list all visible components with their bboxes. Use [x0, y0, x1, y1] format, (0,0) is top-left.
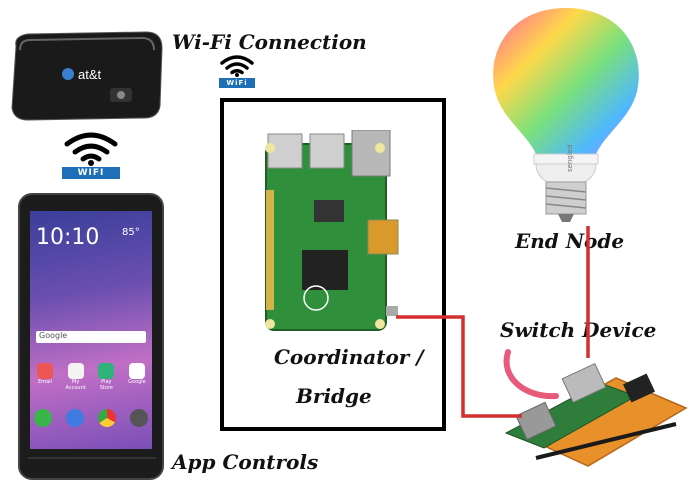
app-play-store[interactable]: Play Store — [95, 363, 117, 391]
end-node-label: End Node — [515, 229, 625, 253]
app-label: Play Store — [99, 379, 113, 391]
phone-search-bar[interactable]: Google — [36, 331, 146, 343]
chrome-app-icon[interactable] — [98, 409, 116, 427]
coordinator-label-line1: Coordinator / — [274, 345, 424, 369]
app-label: Google — [128, 379, 146, 385]
app-google[interactable]: Google — [126, 363, 148, 391]
app-my-account[interactable]: My Account — [65, 363, 87, 391]
phone-clock: 10:10 — [36, 225, 100, 250]
phone-wifi-icon: WIFI — [62, 132, 120, 179]
smartphone: 10:10 85° Google Email My Account Play S… — [18, 193, 164, 480]
switch-device-label: Switch Device — [500, 318, 657, 342]
coordinator-to-switch-wire — [396, 315, 522, 418]
phone-apps-row2 — [34, 409, 148, 427]
phone-apps-row1: Email My Account Play Store Google — [34, 363, 148, 391]
phone-wifi-badge: WIFI — [62, 167, 120, 179]
coordinator-label-line2: Bridge — [296, 384, 372, 408]
messages-app-icon[interactable] — [66, 409, 84, 427]
bulb-brand: sengled — [566, 144, 574, 172]
wifi-connection-label: Wi-Fi Connection — [172, 30, 367, 54]
top-wifi-icon: WiFi — [219, 55, 255, 88]
phone-search-text: Google — [39, 331, 68, 340]
switch-device-board — [503, 349, 688, 467]
app-label: Email — [38, 379, 52, 385]
phone-temperature: 85° — [122, 227, 140, 238]
app-controls-label: App Controls — [172, 450, 319, 474]
phone-app-icon[interactable] — [34, 409, 52, 427]
camera-app-icon[interactable] — [130, 409, 148, 427]
hotspot-brand: at&t — [78, 67, 102, 82]
smart-bulb: sengled — [493, 8, 639, 222]
app-label: My Account — [65, 379, 86, 391]
raspberry-pi-board — [265, 130, 399, 331]
coordinator-box — [220, 98, 446, 431]
mobile-hotspot: at&t — [11, 31, 163, 121]
top-wifi-badge: WiFi — [219, 78, 255, 88]
app-email[interactable]: Email — [34, 363, 56, 391]
